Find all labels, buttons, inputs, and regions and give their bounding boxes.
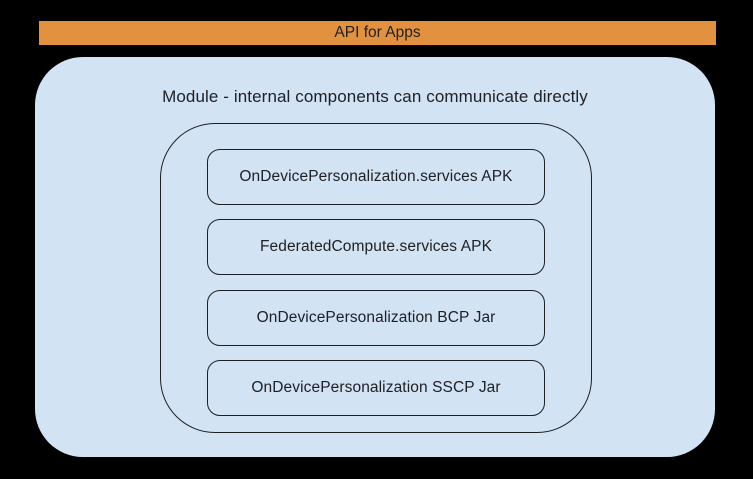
- component-box-ondevicepersonalization-bcp-jar: OnDevicePersonalization BCP Jar: [207, 289, 545, 346]
- component-label: OnDevicePersonalization SSCP Jar: [251, 378, 501, 396]
- api-for-apps-banner: API for Apps: [39, 21, 716, 45]
- component-box-ondevicepersonalization-sscp-jar: OnDevicePersonalization SSCP Jar: [207, 359, 545, 416]
- component-box-federatedcompute-services-apk: FederatedCompute.services APK: [207, 219, 545, 276]
- component-label: FederatedCompute.services APK: [259, 238, 493, 256]
- component-box-ondevicepersonalization-services-apk: OnDevicePersonalization.services APK: [207, 149, 545, 205]
- module-title: Module - internal components can communi…: [162, 87, 588, 106]
- component-label: OnDevicePersonalization.services APK: [239, 168, 513, 185]
- component-label: OnDevicePersonalization BCP Jar: [256, 308, 496, 326]
- api-for-apps-banner-label: API for Apps: [334, 24, 421, 41]
- module-internal-boundary: OnDevicePersonalization.services APK Fed…: [160, 123, 592, 433]
- module-container: Module - internal components can communi…: [35, 57, 715, 457]
